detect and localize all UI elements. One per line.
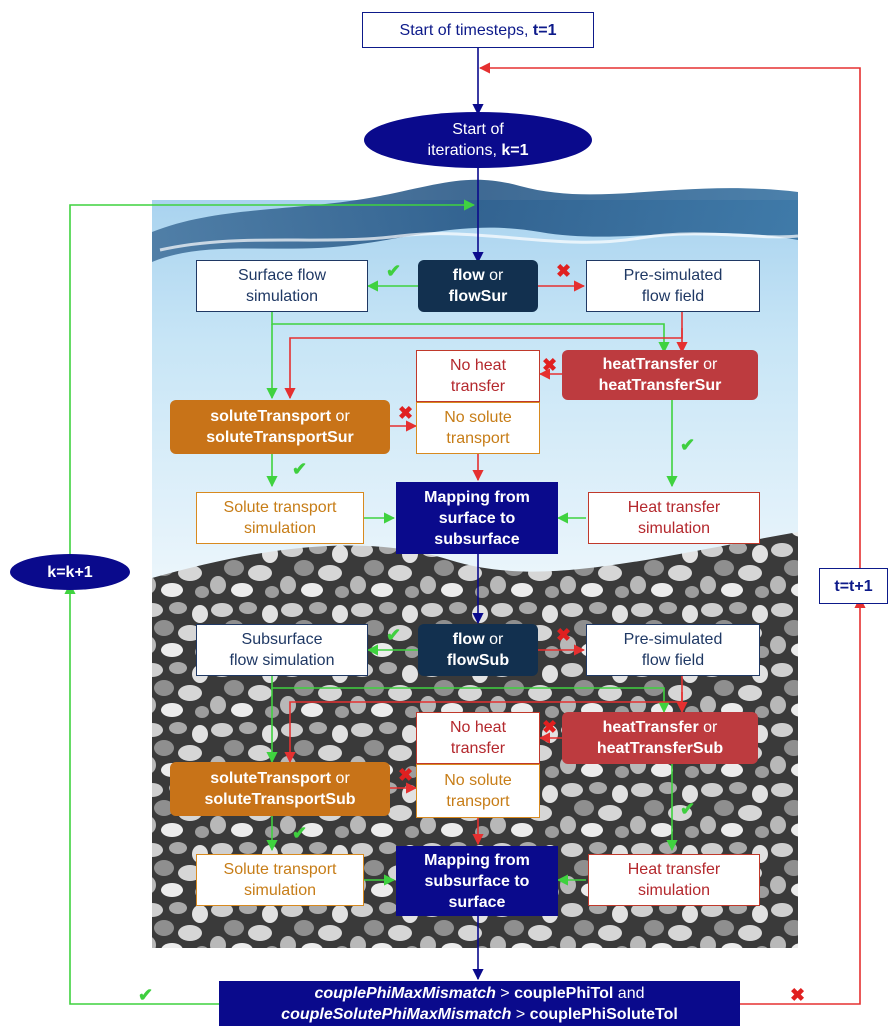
conn-presimsub-to-solute: [284, 692, 683, 764]
convergence-line2: coupleSolutePhiMaxMismatch > couplePhiSo…: [281, 1005, 678, 1023]
convergence-line1: couplePhiMaxMismatch > couplePhiTol and: [314, 984, 645, 1002]
t-increment-box: t=t+1: [819, 568, 888, 604]
start-iterations-line2: iterations, k=1: [427, 142, 529, 159]
check-icon: ✔: [386, 625, 402, 645]
check-icon: ✔: [386, 261, 402, 281]
check-icon: ✔: [680, 799, 696, 819]
conn-subflow-to-heat: [271, 675, 670, 714]
conn-k-to-iter: [69, 199, 476, 554]
conn-conv-yes-loop: [64, 582, 219, 1005]
cross-icon: ✖: [398, 403, 414, 423]
check-icon: ✔: [292, 459, 308, 479]
cross-icon: ✖: [556, 261, 572, 281]
cross-icon: ✖: [790, 985, 806, 1005]
convergence-check-box: couplePhiMaxMismatch > couplePhiTol and …: [219, 981, 740, 1026]
k-increment-oval: k=k+1: [10, 554, 130, 590]
conn-t-to-iter: [478, 62, 861, 568]
conn-presim-to-solute: [284, 328, 683, 400]
start-timesteps-box: Start of timesteps, t=1: [362, 12, 594, 48]
check-icon: ✔: [680, 435, 696, 455]
cross-icon: ✖: [398, 765, 414, 785]
start-iterations-line1: Start of: [452, 121, 504, 138]
cross-icon: ✖: [542, 717, 558, 737]
cross-icon: ✖: [556, 625, 572, 645]
connectors: [64, 48, 866, 1005]
cross-icon: ✖: [542, 355, 558, 375]
start-timesteps-label: Start of timesteps, t=1: [399, 21, 557, 39]
conn-conv-no-loop: [740, 596, 866, 1005]
check-icon: ✔: [292, 823, 308, 843]
start-iterations-oval: Start of iterations, k=1: [364, 112, 592, 168]
check-icon: ✔: [138, 985, 154, 1005]
